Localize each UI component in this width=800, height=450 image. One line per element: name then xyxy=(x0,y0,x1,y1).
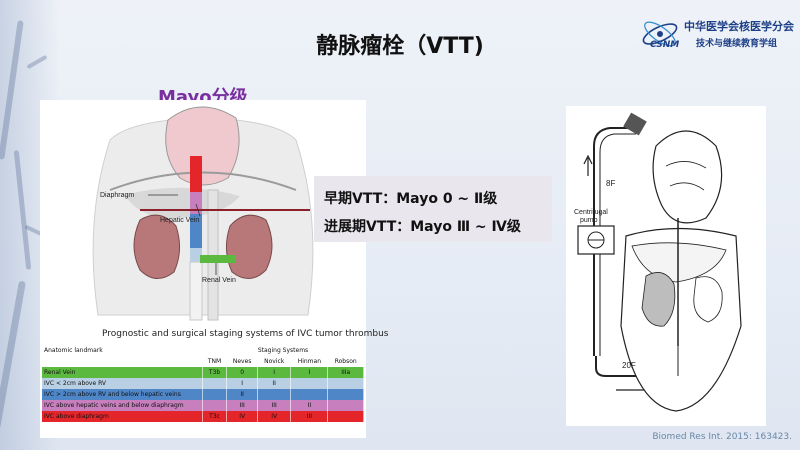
table-cell xyxy=(327,389,364,400)
logo-dept-name: 技术与继续教育学组 xyxy=(696,39,778,49)
label-20f: 20F xyxy=(622,361,636,370)
label-renal-vein: Renal Vein xyxy=(202,277,236,284)
label-pump: Centrifugal pump xyxy=(574,209,610,224)
table-cell xyxy=(202,400,228,411)
ivc-segment-gt2cm xyxy=(190,214,202,248)
table-cell: IIIa xyxy=(327,367,364,378)
table-col-header: Neves xyxy=(226,356,259,367)
table-cell: II xyxy=(290,400,329,411)
logo-org-name: 中华医学会核医学分会 xyxy=(684,20,794,33)
mayo-staging-figure: Diaphragm Hepatic Vein Renal Vein Progno… xyxy=(40,100,388,438)
table-cell-landmark: IVC above diaphragm xyxy=(42,411,203,422)
table-col-header: Hinman xyxy=(290,356,329,367)
table-cell: T3b xyxy=(202,367,228,378)
table-cell: I xyxy=(226,378,259,389)
label-8f: 8F xyxy=(606,179,615,188)
source-citation: Biomed Res Int. 2015: 163423. xyxy=(652,432,792,442)
table-header-row: Anatomic landmark Staging Systems xyxy=(42,345,364,356)
table-col-header: Novick xyxy=(257,356,292,367)
staging-table: Anatomic landmark Staging Systems TNM Ne… xyxy=(42,345,364,422)
table-row: Renal Vein T3b 0 I I IIIa xyxy=(42,367,364,378)
table-cell: II xyxy=(226,389,259,400)
slide-title: 静脉瘤栓（VTT) xyxy=(316,34,484,59)
label-hepatic-vein: Hepatic Vein xyxy=(160,217,199,224)
table-cell: IV xyxy=(257,411,292,422)
callout-early: 早期VTT：Mayo 0 ~ Ⅱ级 xyxy=(324,191,498,207)
table-cell-landmark: Renal Vein xyxy=(42,367,203,378)
atom-orbit-icon xyxy=(642,21,678,47)
table-cell xyxy=(327,411,364,422)
table-cell xyxy=(202,378,228,389)
logo-abbr: CSNM xyxy=(650,40,680,50)
table-col-header: Robson xyxy=(327,356,364,367)
society-logo: CSNM 中华医学会核医学分会 技术与继续教育学组 xyxy=(638,14,798,58)
table-cell: II xyxy=(257,378,292,389)
table-cell: I xyxy=(257,367,292,378)
table-cell xyxy=(327,378,364,389)
ivc-segment-lt2cm xyxy=(190,248,202,262)
table-cell xyxy=(202,389,228,400)
table-row: IVC above hepatic veins and below diaphr… xyxy=(42,400,364,411)
table-group-header: Staging Systems xyxy=(202,345,364,356)
label-diaphragm: Diaphragm xyxy=(100,192,134,199)
table-cell: T3c xyxy=(202,411,228,422)
bypass-illustration: 8F Centrifugal pump 20F xyxy=(566,106,766,426)
table-columns-row: TNM Neves Novick Hinman Robson xyxy=(42,356,364,367)
table-cell: 0 xyxy=(226,367,259,378)
table-row: IVC above diaphragm T3c IV IV III xyxy=(42,411,364,422)
figure-caption: Prognostic and surgical staging systems … xyxy=(102,329,389,339)
centrifugal-pump-icon xyxy=(577,225,615,255)
anatomy-illustration: Diaphragm Hepatic Vein Renal Vein xyxy=(40,100,366,322)
table-cell: III xyxy=(290,411,329,422)
table-col-header: TNM xyxy=(202,356,228,367)
table-cell: III xyxy=(226,400,259,411)
table-cell: IV xyxy=(226,411,259,422)
table-cell xyxy=(290,378,329,389)
bypass-diagram: 8F Centrifugal pump 20F xyxy=(566,106,766,426)
ivc-segment-above-diaphragm xyxy=(190,156,202,192)
table-row: IVC > 2cm above RV and below hepatic vei… xyxy=(42,389,364,400)
table-cell-landmark: IVC above hepatic veins and below diaphr… xyxy=(42,400,203,411)
vtt-stage-callout: 早期VTT：Mayo 0 ~ Ⅱ级 进展期VTT：Mayo Ⅲ ~ Ⅳ级 xyxy=(314,176,552,242)
table-cell xyxy=(290,389,329,400)
table-cell-landmark: IVC > 2cm above RV and below hepatic vei… xyxy=(42,389,203,400)
table-cell xyxy=(327,400,364,411)
renal-vein-segment xyxy=(200,255,236,263)
ivc-segment-hepatic xyxy=(190,192,202,214)
table-cell-landmark: IVC < 2cm above RV xyxy=(42,378,203,389)
table-row: IVC < 2cm above RV I II xyxy=(42,378,364,389)
table-cell: III xyxy=(257,400,292,411)
table-landmark-header: Anatomic landmark xyxy=(42,345,203,356)
table-cell: I xyxy=(290,367,329,378)
table-cell xyxy=(257,389,292,400)
callout-advanced: 进展期VTT：Mayo Ⅲ ~ Ⅳ级 xyxy=(324,219,521,235)
